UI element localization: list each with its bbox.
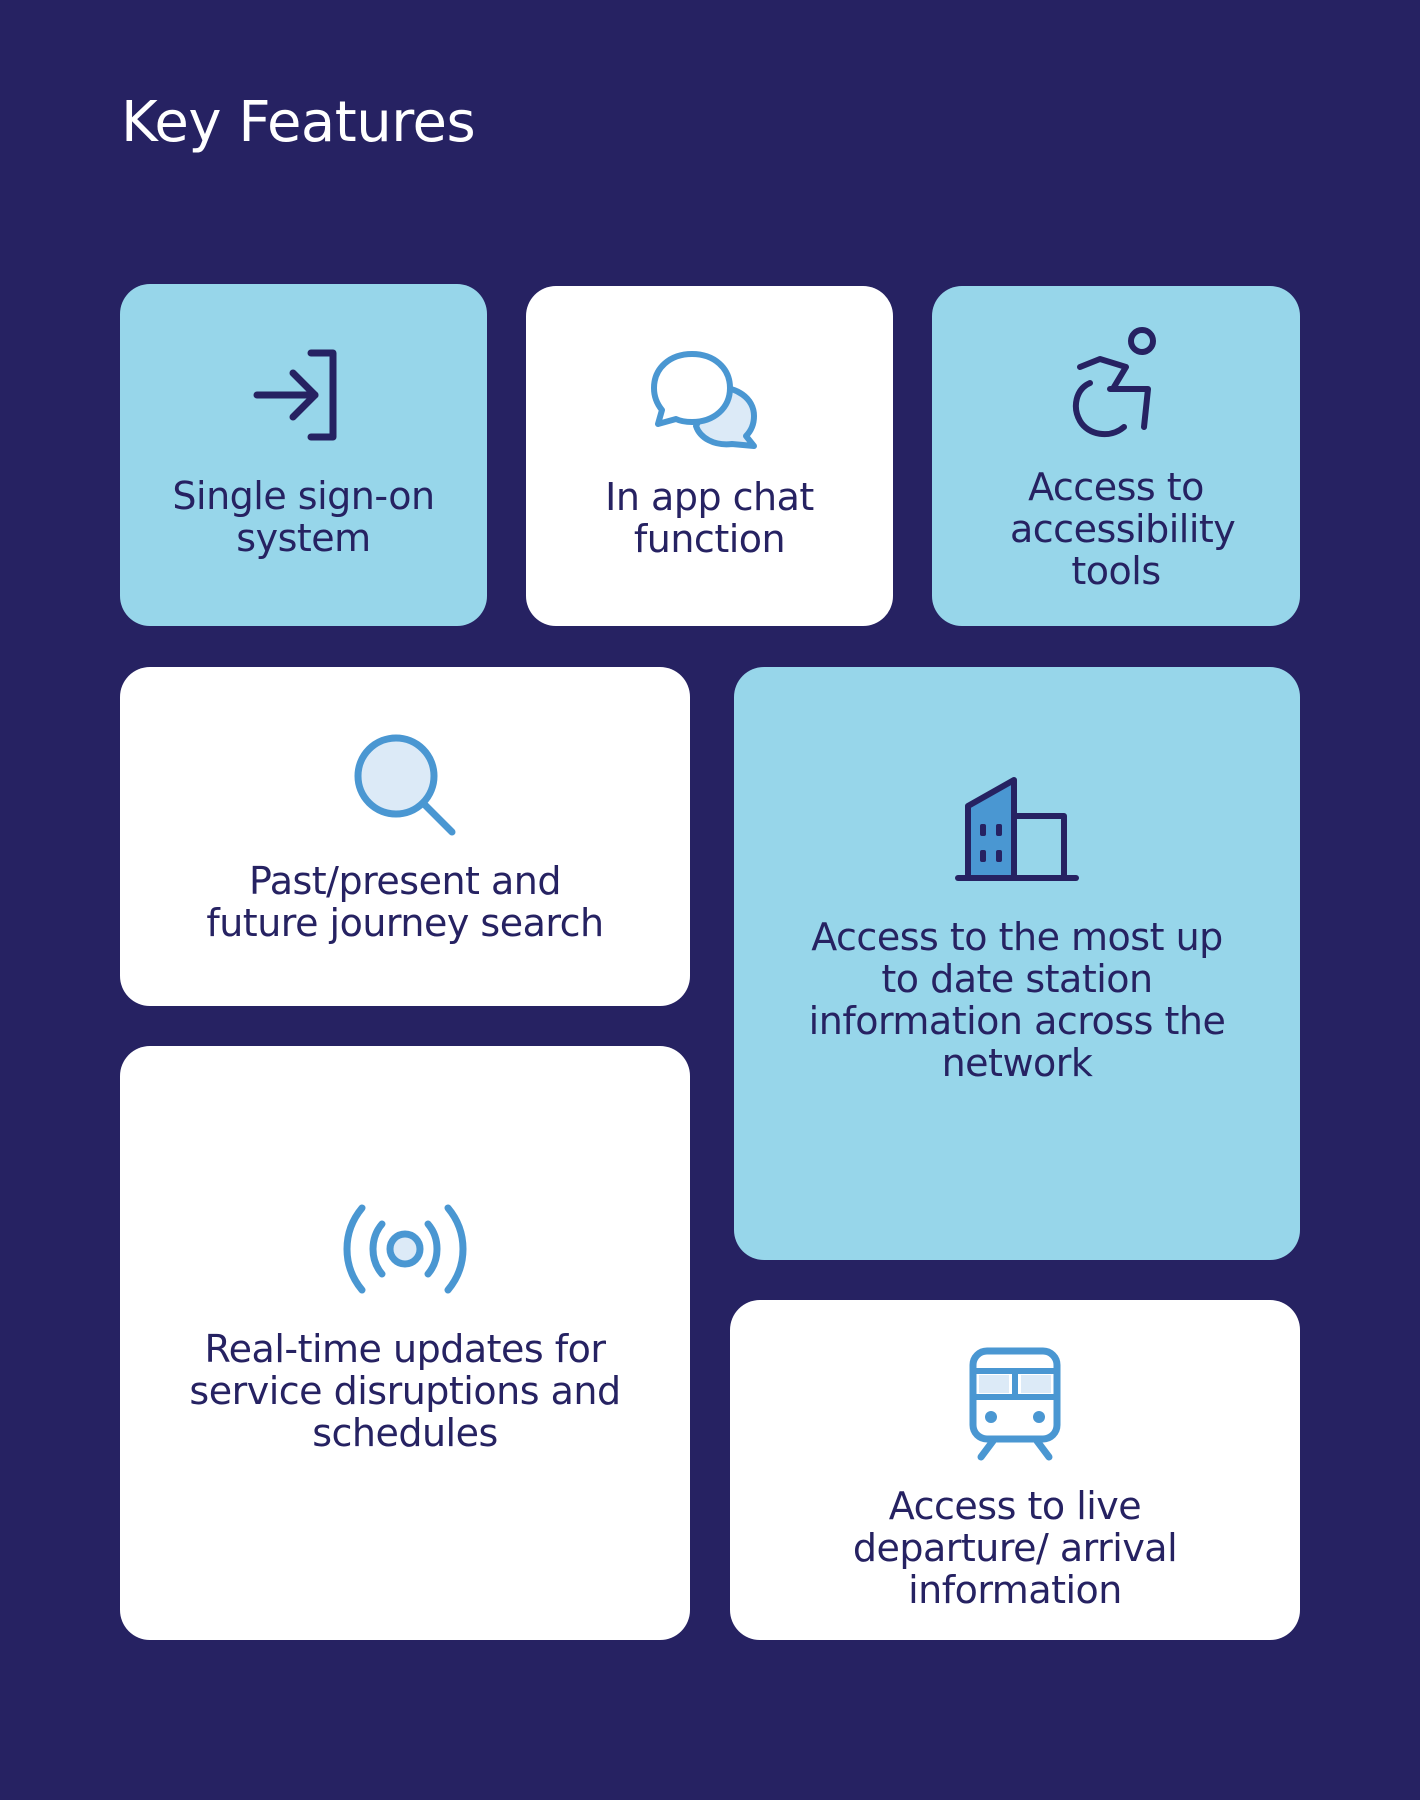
feature-label: Past/present and future journey search (206, 858, 604, 945)
feature-label: Single sign-on system (172, 474, 435, 560)
page-title: Key Features (121, 90, 476, 155)
broadcast-icon (340, 1202, 470, 1296)
feature-label: Access to live departure/ arrival inform… (852, 1484, 1178, 1612)
feature-label: Real-time updates for service disruption… (189, 1327, 621, 1455)
feature-card-real-time-updates: Real-time updates for service disruption… (120, 1046, 690, 1640)
chat-bubbles-icon (650, 346, 770, 456)
building-icon (954, 774, 1080, 886)
feature-card-station-information: Access to the most up to date station in… (734, 667, 1300, 1260)
feature-card-accessibility-tools: Access to accessibility tools (932, 286, 1300, 626)
feature-label: Access to the most up to date station in… (808, 914, 1226, 1085)
feature-label: Access to accessibility tools (1010, 464, 1236, 593)
search-icon (350, 730, 460, 840)
feature-label: In app chat function (605, 475, 814, 561)
feature-card-live-departure-arrival: Access to live departure/ arrival inform… (730, 1300, 1300, 1640)
train-icon (967, 1345, 1063, 1463)
sign-in-icon (249, 345, 359, 445)
feature-card-journey-search: Past/present and future journey search (120, 667, 690, 1006)
feature-card-single-sign-on: Single sign-on system (120, 284, 487, 626)
wheelchair-icon (1066, 326, 1166, 442)
feature-card-in-app-chat: In app chat function (526, 286, 893, 626)
